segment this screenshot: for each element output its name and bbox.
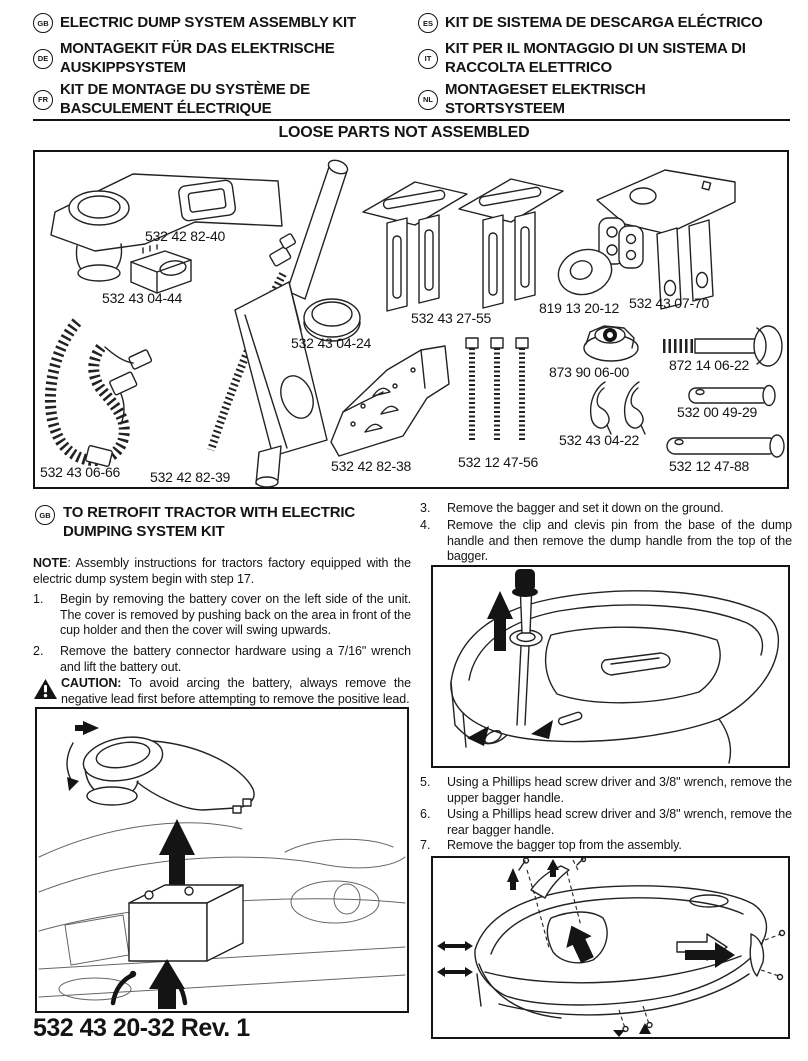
part-number-bolt: 872 14 06-22 bbox=[669, 357, 750, 373]
note-paragraph: NOTE: Assembly instructions for tractors… bbox=[33, 556, 411, 587]
figure-battery-removal-illustration bbox=[38, 721, 406, 1009]
kit-title-fr-line2: BASCULEMENT ÉLECTRIQUE bbox=[60, 99, 272, 117]
figure-bagger-top-removal bbox=[431, 856, 790, 1039]
document-number: 532 43 20-32 Rev. 1 bbox=[33, 1014, 250, 1042]
loose-parts-illustration bbox=[44, 159, 785, 488]
note-text: : Assembly instructions for tractors fac… bbox=[33, 556, 411, 586]
part-number-wire-harness: 532 43 06-66 bbox=[40, 464, 121, 480]
kit-title-gb: ELECTRIC DUMP SYSTEM ASSEMBLY KIT bbox=[60, 13, 356, 31]
figure-bagger-top-illustration bbox=[437, 856, 786, 1037]
part-number-support-brackets: 532 43 27-55 bbox=[411, 310, 492, 326]
lang-badge-nl-icon: NL bbox=[418, 89, 438, 110]
part-number-linear-actuator: 532 42 82-39 bbox=[150, 469, 231, 485]
lang-badge-it-icon: IT bbox=[418, 48, 438, 69]
kit-title-it-line2: RACCOLTA ELETTRICO bbox=[445, 58, 612, 76]
part-number-hinge-bracket: 532 43 07-70 bbox=[629, 295, 710, 311]
part-number-cable-ties: 532 12 47-56 bbox=[458, 454, 539, 470]
step-2-number: 2. bbox=[33, 644, 44, 658]
warning-triangle-icon bbox=[34, 679, 57, 699]
kit-title-de-line2: AUSKIPPSYSTEM bbox=[60, 58, 186, 76]
caution-block: CAUTION: To avoid arcing the battery, al… bbox=[33, 676, 411, 707]
part-number-washer: 819 13 20-12 bbox=[539, 300, 620, 316]
kit-title-de-line1: MONTAGEKIT FÜR DAS ELEKTRISCHE bbox=[60, 40, 335, 57]
figure-dump-handle-illustration bbox=[450, 569, 780, 764]
step-6-text: Using a Phillips head screw driver and 3… bbox=[447, 807, 792, 837]
lang-badge-gb-section-icon: GB bbox=[35, 505, 55, 525]
note-label: NOTE bbox=[33, 556, 68, 570]
header-entry-it: IT KIT PER IL MONTAGGIO DI UN SISTEMA DI… bbox=[418, 40, 746, 77]
lang-badge-gb-icon: GB bbox=[33, 13, 53, 33]
section-title: TO RETROFIT TRACTOR WITH ELECTRIC DUMPING… bbox=[63, 503, 355, 541]
step-5-text: Using a Phillips head screw driver and 3… bbox=[447, 775, 792, 805]
part-number-grommet-ring: 532 43 04-24 bbox=[291, 335, 372, 351]
kit-title-it-line1: KIT PER IL MONTAGGIO DI UN SISTEMA DI bbox=[445, 40, 746, 57]
step-5-number: 5. bbox=[420, 775, 431, 789]
step-3: 3. Remove the bagger and set it down on … bbox=[420, 501, 792, 517]
part-number-mounting-bracket: 532 42 82-38 bbox=[331, 458, 412, 474]
loose-parts-title: LOOSE PARTS NOT ASSEMBLED bbox=[278, 124, 530, 141]
step-1-number: 1. bbox=[33, 592, 44, 606]
header-divider bbox=[33, 119, 790, 121]
header-entry-gb: GB ELECTRIC DUMP SYSTEM ASSEMBLY KIT bbox=[33, 13, 356, 33]
step-2-text: Remove the battery connector hardware us… bbox=[60, 644, 411, 674]
kit-title-nl-line1: MONTAGESET ELEKTRISCH bbox=[445, 81, 646, 98]
step-3-text: Remove the bagger and set it down on the… bbox=[447, 501, 724, 515]
lang-badge-de-icon: DE bbox=[33, 48, 53, 69]
step-7: 7. Remove the bagger top from the assemb… bbox=[420, 838, 792, 854]
step-4-text: Remove the clip and clevis pin from the … bbox=[447, 518, 792, 564]
part-number-clevis-pin-short: 532 00 49-29 bbox=[677, 404, 758, 420]
step-6: 6. Using a Phillips head screw driver an… bbox=[420, 807, 792, 838]
part-number-clevis-pin-long: 532 12 47-88 bbox=[669, 458, 750, 474]
header-entry-es: ES KIT DE SISTEMA DE DESCARGA ELÉCTRICO bbox=[418, 13, 763, 33]
loose-parts-box: 532 42 82-40 532 43 04-44 532 43 06-66 5… bbox=[33, 150, 789, 489]
part-number-dump-switch: 532 43 04-44 bbox=[102, 290, 183, 306]
step-5: 5. Using a Phillips head screw driver an… bbox=[420, 775, 792, 806]
section-heading: GB TO RETROFIT TRACTOR WITH ELECTRIC DUMP… bbox=[35, 503, 355, 541]
step-7-text: Remove the bagger top from the assembly. bbox=[447, 838, 682, 852]
figure-battery-removal bbox=[35, 707, 409, 1013]
caution-text: To avoid arcing the battery, always remo… bbox=[61, 676, 411, 706]
section-title-line2: DUMPING SYSTEM KIT bbox=[63, 523, 225, 540]
section-title-line1: TO RETROFIT TRACTOR WITH ELECTRIC bbox=[63, 504, 355, 521]
caution-paragraph: CAUTION: To avoid arcing the battery, al… bbox=[61, 676, 411, 707]
kit-title-fr-line1: KIT DE MONTAGE DU SYSTÈME DE bbox=[60, 81, 310, 98]
figure-dump-handle-removal bbox=[431, 565, 790, 768]
lang-badge-fr-icon: FR bbox=[33, 89, 53, 110]
step-3-number: 3. bbox=[420, 501, 431, 515]
part-number-retainer-clips: 532 43 04-22 bbox=[559, 432, 640, 448]
step-4-number: 4. bbox=[420, 518, 431, 532]
step-1-text: Begin by removing the battery cover on t… bbox=[60, 592, 411, 638]
part-number-flange-nut: 873 90 06-00 bbox=[549, 364, 630, 380]
kit-title-es: KIT DE SISTEMA DE DESCARGA ELÉCTRICO bbox=[445, 13, 763, 31]
part-number-console-cup-holder-panel: 532 42 82-40 bbox=[145, 228, 226, 244]
step-6-number: 6. bbox=[420, 807, 431, 821]
step-4: 4. Remove the clip and clevis pin from t… bbox=[420, 518, 792, 565]
kit-title-nl-line2: STORTSYSTEEM bbox=[445, 99, 565, 117]
step-2: 2. Remove the battery connector hardware… bbox=[33, 644, 411, 675]
caution-label: CAUTION: bbox=[61, 676, 122, 690]
lang-badge-es-icon: ES bbox=[418, 13, 438, 33]
step-7-number: 7. bbox=[420, 838, 431, 852]
step-1: 1. Begin by removing the battery cover o… bbox=[33, 592, 411, 639]
